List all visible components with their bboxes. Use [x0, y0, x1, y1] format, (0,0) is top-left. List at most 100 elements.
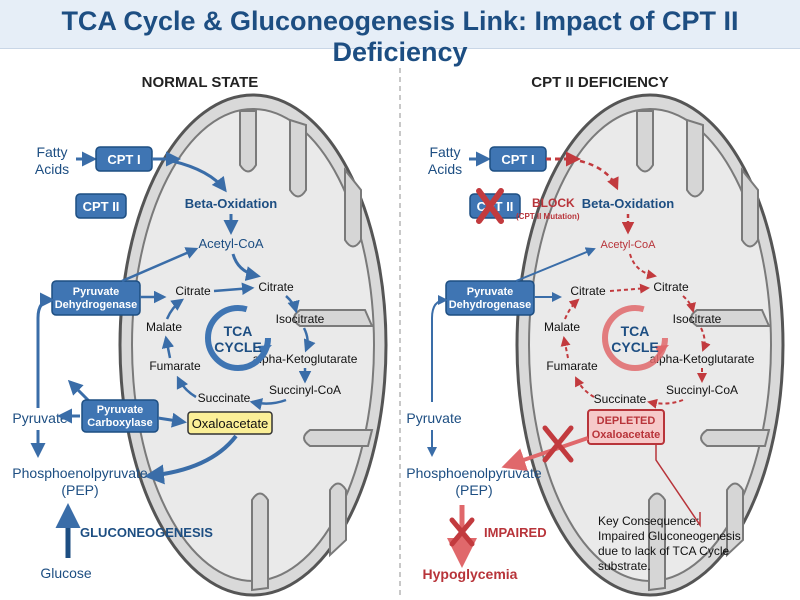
right-arrow-pyruvate-pdh [431, 295, 448, 402]
left-glucose: Glucose [40, 565, 92, 581]
right-tca-line1: TCA [621, 323, 650, 339]
left-cpt1-label: CPT I [107, 152, 140, 167]
left-arrow-succinyl-succinate [249, 398, 287, 411]
right-oaa-x-icon [542, 425, 574, 463]
right-citrate-right: Citrate [653, 280, 689, 294]
right-arrow-succinate-fumarate [575, 376, 595, 398]
right-akg: alpha-Ketoglutarate [650, 352, 755, 366]
right-arrow-isocitrate-akg [700, 327, 711, 352]
right-isocitrate: Isocitrate [673, 312, 722, 326]
right-key-consequence-line3: due to lack of TCA Cycle [598, 544, 730, 558]
left-akg: alpha-Ketoglutarate [253, 352, 358, 366]
right-malate: Malate [544, 320, 580, 334]
right-block-note: (CPT II Mutation) [516, 212, 580, 221]
left-arrow-citrate-citrate [213, 282, 255, 296]
right-beta-oxidation: Beta-Oxidation [582, 196, 675, 211]
right-fatty-acids-line2: Acids [428, 161, 462, 177]
left-arrow-citrate-isocitrate [285, 295, 300, 314]
right-hypoglycemia: Hypoglycemia [423, 566, 518, 582]
right-arrow-citrate-isocitrate [682, 295, 696, 313]
right-arrow-fumarate-malate [560, 336, 571, 359]
left-carboxylase-box [81, 399, 159, 433]
left-tca-line2: CYCLE [214, 339, 261, 355]
right-tca-ring [602, 305, 668, 371]
right-arrow-acetyl-citrate [629, 253, 657, 280]
left-isocitrate: Isocitrate [276, 312, 325, 326]
right-key-consequence-line1: Key Consequence: [598, 514, 699, 528]
right-tca-line2: CYCLE [611, 339, 658, 355]
right-impaired-label: IMPAIRED [484, 525, 547, 540]
left-pdh-line1: Pyruvate [73, 286, 119, 298]
left-tca-ring-arrowhead [258, 345, 272, 356]
left-arrow-pyruvate-pdh [36, 292, 55, 408]
right-arrow-pdh-acetyl [515, 247, 596, 282]
right-key-consequence-line2: Impaired Gluconeogenesis [598, 529, 741, 543]
left-heading: NORMAL STATE [142, 74, 259, 91]
left-arrow-malate-citrate [165, 298, 185, 320]
left-tca-line1: TCA [224, 323, 253, 339]
left-carboxylase-line2: Carboxylase [87, 417, 152, 429]
left-pdh-line2: Dehydrogenase [55, 299, 138, 311]
right-depleted-box [587, 409, 665, 445]
right-succinyl-coa: Succinyl-CoA [666, 383, 738, 397]
left-beta-oxidation: Beta-Oxidation [185, 196, 278, 211]
left-malate: Malate [146, 320, 182, 334]
right-pdh-line2: Dehydrogenase [449, 299, 532, 311]
right-depleted-line1: DEPLETED [597, 415, 656, 427]
left-oaa-label: Oxaloacetate [192, 416, 269, 431]
left-arrow-to-beta [171, 159, 227, 193]
right-citrate-left: Citrate [570, 284, 606, 298]
right-block-x-icon [476, 188, 504, 224]
right-pep-line2: (PEP) [455, 482, 492, 498]
right-pyruvate: Pyruvate [406, 410, 461, 426]
right-key-consequence-line4: substrate. [598, 559, 651, 573]
right-callout-line [655, 444, 701, 528]
right-cpt1-label: CPT I [501, 152, 534, 167]
right-succinate: Succinate [594, 392, 647, 406]
left-pyruvate: Pyruvate [12, 410, 67, 426]
right-acetyl-coa: Acetyl-CoA [600, 239, 656, 251]
left-fumarate: Fumarate [149, 359, 201, 373]
left-pep-line1: Phosphoenolpyruvate [12, 465, 148, 481]
right-arrow-citrate-citrate [609, 283, 650, 294]
right-pep-line1: Phosphoenolpyruvate [406, 465, 542, 481]
left-succinyl-coa: Succinyl-CoA [269, 383, 341, 397]
right-fatty-acids-line1: Fatty [429, 144, 460, 160]
left-acetyl-coa: Acetyl-CoA [198, 236, 263, 251]
left-arrow-succinate-fumarate [176, 375, 197, 399]
left-tca-ring [205, 305, 271, 371]
left-mitochondrion [118, 93, 388, 597]
right-pdh-line1: Pyruvate [467, 286, 513, 298]
left-citrate-right: Citrate [258, 280, 294, 294]
right-mitochondrion [515, 93, 785, 597]
right-heading: CPT II DEFICIENCY [531, 74, 669, 91]
left-arrow-carboxylase-up [67, 379, 92, 404]
right-impaired-x-icon [449, 517, 475, 547]
left-gluconeogenesis: GLUCONEOGENESIS [80, 525, 213, 540]
right-panel: CPT II DEFICIENCY Fatty Acids CPT I [406, 74, 785, 597]
right-depleted-line2: Oxaloacetate [592, 429, 660, 441]
left-arrow-fumarate-malate [161, 335, 175, 359]
title-bar: TCA Cycle & Gluconeogenesis Link: Impact… [0, 0, 800, 67]
left-fatty-acids-line2: Acids [35, 161, 69, 177]
left-arrow-carboxylase-oaa [157, 412, 187, 428]
right-arrow-oaa-pep-blocked [501, 436, 589, 472]
right-arrow-to-beta [579, 159, 619, 191]
left-arrow-acetyl-citrate [231, 253, 261, 281]
right-tca-ring-arrowhead [655, 345, 669, 356]
left-panel: NORMAL STATE Fatty Acids [12, 74, 388, 597]
right-block-label: BLOCK [532, 196, 575, 210]
page-title: TCA Cycle & Gluconeogenesis Link: Impact… [61, 6, 739, 67]
right-arrow-malate-citrate [564, 298, 580, 320]
left-arrow-oaa-pep [144, 434, 238, 485]
left-fatty-acids-line1: Fatty [36, 144, 67, 160]
left-citrate-left: Citrate [175, 284, 211, 298]
left-succinate: Succinate [198, 391, 251, 405]
left-cpt2-box [75, 193, 127, 219]
left-cpt2-label: CPT II [83, 199, 120, 214]
left-pep-line2: (PEP) [61, 482, 98, 498]
left-arrow-isocitrate-akg [302, 327, 316, 353]
left-oaa-box [187, 411, 273, 435]
